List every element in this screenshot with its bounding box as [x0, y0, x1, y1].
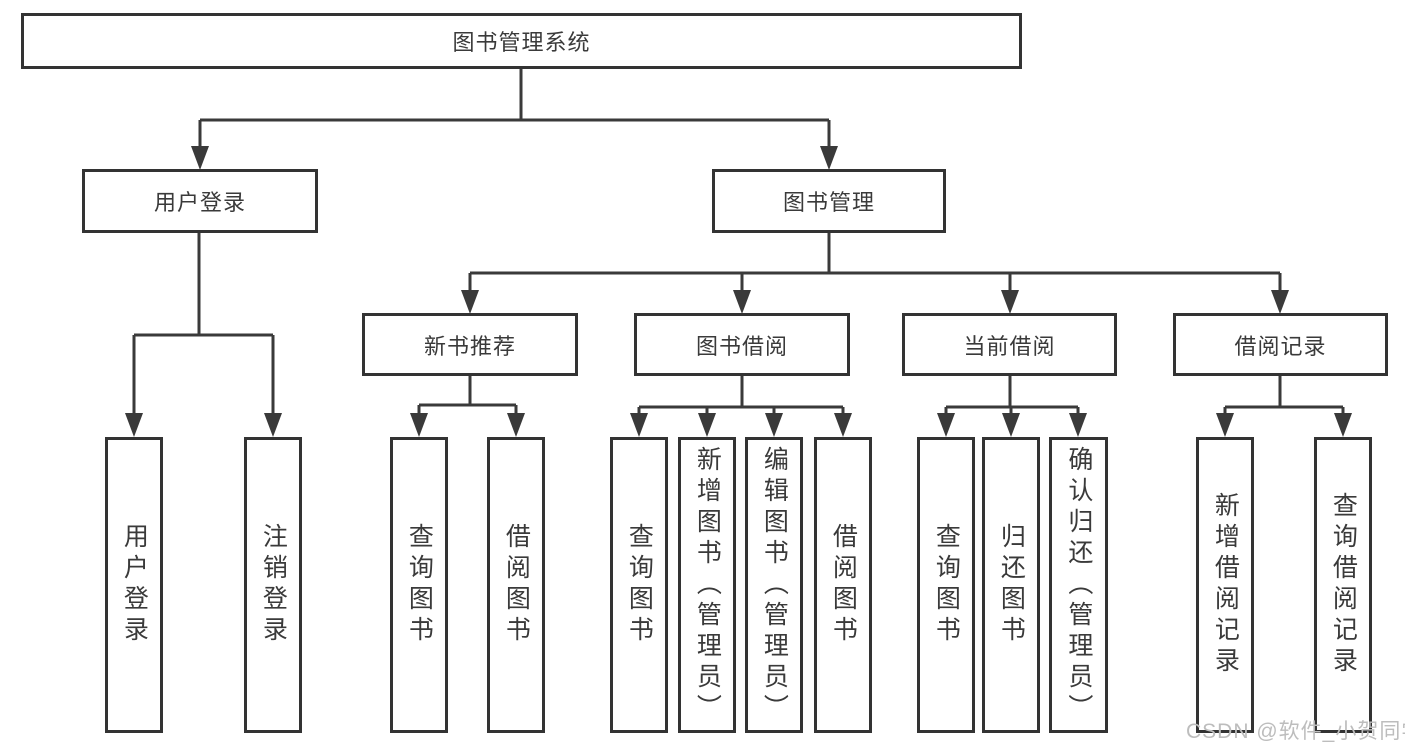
arrowhead	[630, 413, 648, 437]
connector-book-borrowing-branch	[637, 376, 845, 415]
arrowhead	[1002, 413, 1020, 437]
arrowhead	[820, 146, 838, 170]
arrowhead	[1271, 290, 1289, 314]
leaf-query-borrow-record: 查询借阅记录	[1314, 437, 1372, 733]
connector-current-borrowing-branch	[944, 376, 1080, 415]
leaf-add-books-admin: 新增图书（管理员）	[678, 437, 736, 733]
connector-root-to-level2	[198, 69, 831, 148]
leaf-add-borrow-record: 新增借阅记录	[1196, 437, 1254, 733]
arrowhead	[1069, 413, 1087, 437]
arrowhead	[1216, 413, 1234, 437]
arrowhead	[937, 413, 955, 437]
leaf-user-login: 用户登录	[105, 437, 163, 733]
node-current-borrowing: 当前借阅	[902, 313, 1117, 376]
connector-new-book-recommend-branch	[417, 376, 518, 415]
arrowhead	[191, 146, 209, 170]
leaf-query-books-current: 查询图书	[917, 437, 975, 733]
connector-book-management-branch	[468, 233, 1282, 292]
arrowhead	[410, 413, 428, 437]
csdn-watermark: CSDN @软件_小贺同学	[1186, 720, 1405, 743]
leaf-query-books-recommend: 查询图书	[390, 437, 448, 733]
arrowhead	[834, 413, 852, 437]
leaf-borrow-books-recommend: 借阅图书	[487, 437, 545, 733]
connector-borrow-records-branch	[1223, 376, 1345, 415]
leaf-return-books: 归还图书	[982, 437, 1040, 733]
connector-user-login-branch	[132, 233, 275, 415]
node-new-book-recommend: 新书推荐	[362, 313, 578, 376]
node-borrow-records: 借阅记录	[1173, 313, 1388, 376]
arrowhead	[461, 290, 479, 314]
leaf-query-books-borrowing: 查询图书	[610, 437, 668, 733]
leaf-edit-books-admin: 编辑图书（管理员）	[745, 437, 803, 733]
leaf-confirm-return-admin: 确认归还（管理员）	[1049, 437, 1108, 733]
leaf-borrow-books: 借阅图书	[814, 437, 872, 733]
leaf-logout: 注销登录	[244, 437, 302, 733]
node-book-management: 图书管理	[712, 169, 946, 233]
arrowhead	[765, 413, 783, 437]
arrowhead	[264, 413, 282, 437]
node-root-system: 图书管理系统	[21, 13, 1022, 69]
arrowhead	[125, 413, 143, 437]
arrowhead	[698, 413, 716, 437]
node-book-borrowing: 图书借阅	[634, 313, 850, 376]
arrowhead	[1334, 413, 1352, 437]
node-user-login: 用户登录	[82, 169, 318, 233]
arrowhead	[507, 413, 525, 437]
arrowhead	[733, 290, 751, 314]
arrowhead	[1001, 290, 1019, 314]
